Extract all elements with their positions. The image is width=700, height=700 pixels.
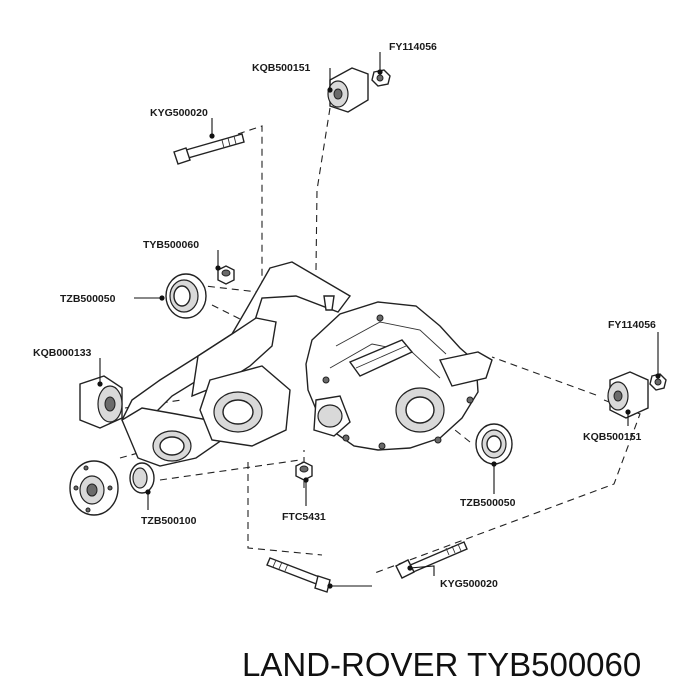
bolt-bottom-right xyxy=(395,541,468,579)
leader-dot xyxy=(159,295,165,301)
flange-stud xyxy=(85,507,91,513)
crossmember-web xyxy=(191,317,277,398)
diff-vent-slot xyxy=(348,339,414,377)
plug-ftc5431 xyxy=(295,461,313,481)
bolt-shank xyxy=(407,541,468,574)
flange-stud xyxy=(73,485,79,491)
leader-lines xyxy=(97,52,661,589)
assembly-line xyxy=(439,417,471,443)
label-tzb500050-left: TZB500050 xyxy=(60,293,116,305)
diff-bolt xyxy=(378,442,386,450)
leader-dot xyxy=(625,409,631,415)
label-fy114056-top: FY114056 xyxy=(389,41,437,53)
assembly-line xyxy=(371,399,641,575)
diff-right-ear xyxy=(438,351,493,387)
diff-bolt xyxy=(322,376,330,384)
diff-vent-line xyxy=(355,345,407,369)
bolt-head xyxy=(395,559,415,579)
assembly-line xyxy=(211,304,263,331)
assembly-line xyxy=(491,356,597,396)
label-tyb500060: TYB500060 xyxy=(143,239,199,251)
mount-eye-center-bore xyxy=(222,399,254,425)
seal-tzb500100 xyxy=(129,462,155,494)
assembly-line xyxy=(237,125,263,285)
part-labels: KQB500151 FY114056 KYG500020 TYB500060 T… xyxy=(33,41,656,590)
flange-stud xyxy=(107,485,113,491)
leader-dot xyxy=(377,69,383,75)
seal-left xyxy=(165,273,207,319)
bolt-bottom-left xyxy=(266,557,331,593)
bolt-shank xyxy=(185,133,245,159)
nut-right xyxy=(649,373,667,391)
bushing-top xyxy=(327,67,369,113)
label-tzb500100: TZB500100 xyxy=(141,515,197,527)
seal-bore xyxy=(173,285,191,307)
diff-bolt xyxy=(466,396,474,404)
bolt-thread xyxy=(272,559,289,572)
flange-bore xyxy=(86,483,98,497)
nut-top xyxy=(371,69,391,87)
bushing-bore xyxy=(104,396,116,412)
diff-output-bore xyxy=(405,396,435,424)
bushing-right xyxy=(607,371,649,419)
seal-right xyxy=(475,423,513,465)
nut-hole xyxy=(376,74,384,82)
label-kyg500020-top: KYG500020 xyxy=(150,107,208,119)
diff-bolt xyxy=(342,434,350,442)
label-kqb500151-right: KQB500151 xyxy=(583,431,642,443)
assembly-line xyxy=(247,462,323,556)
leader-dot xyxy=(327,583,333,589)
nut-tyb500060 xyxy=(217,265,235,285)
diff-bolt xyxy=(376,314,384,322)
leader-dot xyxy=(97,381,103,387)
leader-dot xyxy=(327,87,333,93)
bolt-thread xyxy=(221,135,237,149)
assembly-line xyxy=(315,107,331,271)
leader-dot xyxy=(303,477,309,483)
bushing-left xyxy=(79,375,123,429)
leader-dot xyxy=(407,565,413,571)
label-kqb000133: KQB000133 xyxy=(33,347,92,359)
bushing-bore xyxy=(613,390,623,402)
leader-dot xyxy=(491,461,497,467)
assembly-line xyxy=(195,284,259,293)
bushing-bore xyxy=(333,88,343,100)
seal-bore xyxy=(486,435,502,453)
bolt-thread xyxy=(445,543,462,556)
seal-lip xyxy=(132,467,148,489)
flange-stud xyxy=(83,465,89,471)
assembly-line xyxy=(159,459,306,481)
label-kqb500151-top: KQB500151 xyxy=(252,62,311,74)
label-tzb500050-right: TZB500050 xyxy=(460,497,516,509)
breather-fitting xyxy=(323,295,335,311)
diff-bolt xyxy=(434,436,442,444)
crossmember xyxy=(121,261,352,467)
diff-input-bore xyxy=(317,404,343,428)
nut-hole xyxy=(221,269,231,277)
leader-dot xyxy=(209,133,215,139)
diff-rib xyxy=(335,321,447,355)
leader-dot xyxy=(145,489,151,495)
leader-dot xyxy=(655,373,661,379)
leader-line xyxy=(409,565,435,576)
plug-hole xyxy=(299,465,309,473)
bolt-head xyxy=(314,575,331,593)
nut-hole xyxy=(654,378,662,386)
label-kyg500020-bottom: KYG500020 xyxy=(440,578,498,590)
flange-left xyxy=(69,460,119,516)
bolt-head xyxy=(173,147,191,165)
footer-title: LAND-ROVER TYB500060 xyxy=(242,646,641,683)
label-fy114056-right: FY114056 xyxy=(608,319,656,331)
differential-housing xyxy=(305,295,493,451)
leader-dot xyxy=(215,265,221,271)
mount-eye-left-bore xyxy=(159,436,185,456)
label-ftc5431: FTC5431 xyxy=(282,511,326,523)
bolt-top xyxy=(173,133,245,165)
